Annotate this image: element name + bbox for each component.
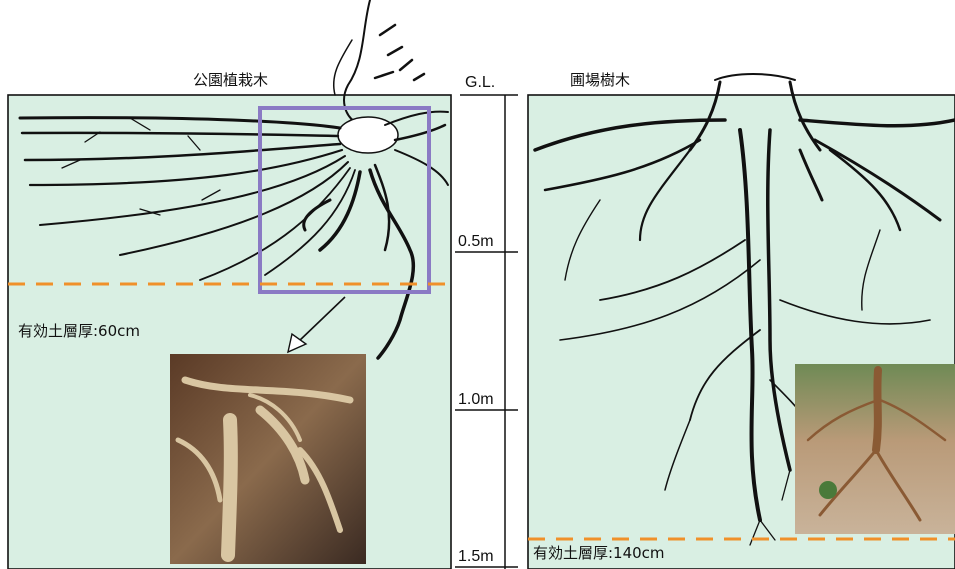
- right-panel-title: 圃場樹木: [570, 73, 630, 88]
- ground-level-label: G.L.: [465, 75, 495, 91]
- depth-mark-1-0m: 1.0m: [458, 392, 494, 408]
- right-root-photo: [795, 364, 955, 534]
- depth-mark-0-5m: 0.5m: [458, 234, 494, 250]
- depth-scale: [455, 95, 518, 569]
- right-effective-soil-depth: 有効土層厚:140cm: [533, 546, 665, 561]
- left-panel-title: 公園植栽木: [193, 73, 268, 88]
- left-effective-soil-depth: 有効土層厚:60cm: [18, 324, 140, 339]
- depth-mark-1-5m: 1.5m: [458, 549, 494, 565]
- left-root-photo: [170, 354, 366, 564]
